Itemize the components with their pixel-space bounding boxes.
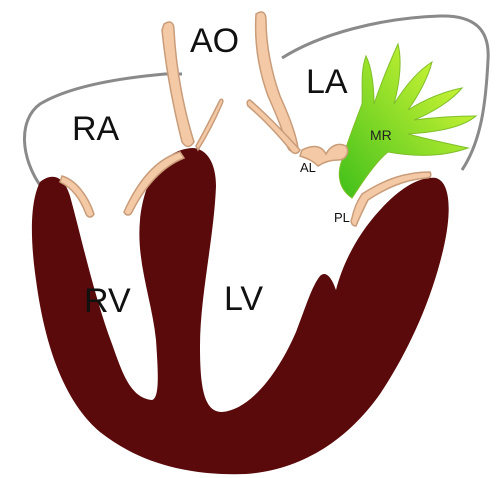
aortic-valve-left-leaflet [196,99,223,150]
label-mitral-regurgitation: MR [370,127,392,143]
label-right-atrium: RA [72,110,120,148]
label-left-atrium: LA [306,63,348,101]
label-right-ventricle: RV [84,282,131,320]
label-left-ventricle: LV [224,280,263,318]
label-anterior-leaflet: AL [300,160,316,175]
label-posterior-leaflet: PL [334,210,350,225]
label-aorta: AO [190,22,239,60]
